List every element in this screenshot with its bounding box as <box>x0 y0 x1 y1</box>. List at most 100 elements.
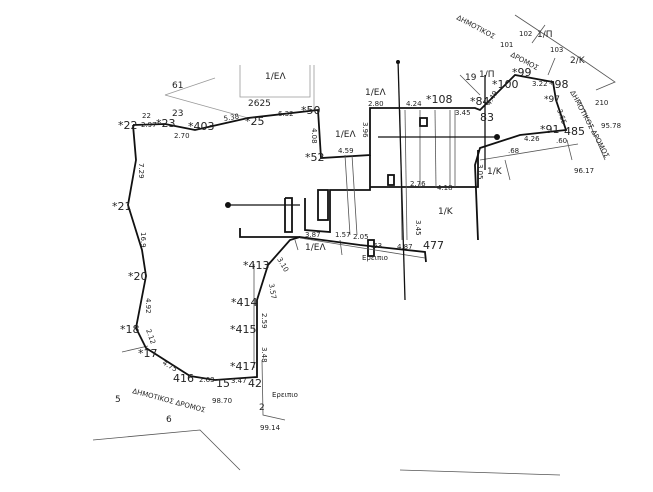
point-label: 2 <box>259 403 265 413</box>
dimension-labels: 2.97 2.70 5.38 6.32 4.08 7.29 16.9 4.92 … <box>137 80 568 385</box>
point-label: 5 <box>115 395 121 405</box>
point-label: *417 <box>230 360 257 373</box>
zone-label: 1/Κ <box>438 207 454 217</box>
dimension-label: 2.12 <box>144 328 157 345</box>
zone-label: 1/ΕΛ <box>265 72 286 82</box>
section-marker-icon <box>396 60 400 64</box>
zone-label: 1/ΕΛ <box>365 88 386 98</box>
point-label: *17 <box>138 347 158 360</box>
dimension-label: 4.24 <box>406 100 422 108</box>
zone-label: 2/Κ <box>570 56 586 66</box>
elevation-label: 95.78 <box>601 122 621 130</box>
dimension-label: 3.87 <box>305 231 321 239</box>
dimension-label: .68 <box>508 147 519 155</box>
point-label: *108 <box>426 93 453 106</box>
point-label: *414 <box>231 296 258 309</box>
dimension-label: 2.97 <box>141 121 157 129</box>
ruin-label: Ερειπιο <box>362 254 388 262</box>
point-label: *52 <box>305 151 325 164</box>
point-label: 23 <box>172 109 183 119</box>
dimension-label: 4.26 <box>524 135 540 143</box>
dimension-label: 16.9 <box>139 232 147 248</box>
point-label: *97 <box>544 95 560 105</box>
dimension-label: 4.18 <box>437 184 453 192</box>
point-label: *415 <box>230 323 257 336</box>
road-label: ΔΗΜΟΤΙΚΟΣ <box>455 14 496 41</box>
point-label: 101 <box>500 41 513 49</box>
zone-label: 1/Κ <box>487 167 503 177</box>
point-label: *91 <box>540 123 560 136</box>
dimension-label: .63 <box>371 242 382 250</box>
point-label: 6 <box>166 415 172 425</box>
elevation-label: 96.17 <box>574 167 594 175</box>
zone-labels: 1/ΕΛ 1/ΕΛ 1/ΕΛ 1/ΕΛ 1/Κ 1/Κ 1/Π 1/Π 2/Κ … <box>265 30 586 399</box>
dimension-label: 1.57 <box>335 231 351 239</box>
point-labels: *22 22 *23 23 *403 *25 2625 61 *50 *52 *… <box>112 30 608 425</box>
point-label: 19 <box>465 73 477 83</box>
section-marker-icon <box>494 134 500 140</box>
point-label: 102 <box>519 30 532 38</box>
elevation-labels: 98.70 99.14 95.78 96.17 <box>212 122 621 432</box>
zone-label: 1/ΕΛ <box>335 130 356 140</box>
dimension-label: .60 <box>556 137 567 145</box>
dimension-label: 4.87 <box>397 243 413 251</box>
point-label: *84 <box>470 95 490 108</box>
point-label: 61 <box>172 81 183 91</box>
dimension-label: 5.38 <box>223 112 240 123</box>
point-label: 416 <box>173 372 194 385</box>
point-label: 210 <box>595 99 608 107</box>
dimension-label: 6.32 <box>278 110 294 118</box>
dimension-label: 2.05 <box>353 233 369 241</box>
point-label: *22 <box>118 119 138 132</box>
dimension-label: 4.08 <box>310 128 318 144</box>
dimension-label: 7.29 <box>137 163 145 179</box>
point-label: *413 <box>243 259 270 272</box>
point-label: 22 <box>142 112 151 120</box>
point-label: *98 <box>549 78 569 91</box>
dimension-label: 2.80 <box>368 100 384 108</box>
road-labels: ΔΗΜΟΤΙΚΟΣ ΔΡΟΜΟΣ ΔΗΜΟΤΙΚΟΣ ΔΡΟΜΟΣ ΔΗΜΟΤΙ… <box>131 14 610 415</box>
point-label: *99 <box>512 66 532 79</box>
road-label: ΔΗΜΟΤΙΚΟΣ ΔΡΟΜΟΣ <box>131 387 206 414</box>
dimension-label: 3.05 <box>476 164 484 180</box>
point-label: *50 <box>301 104 321 117</box>
dimension-label: 4.92 <box>144 298 152 314</box>
elevation-label: 99.14 <box>260 424 281 432</box>
dimension-label: 3.45 <box>455 109 471 117</box>
point-label: *18 <box>120 323 140 336</box>
dimension-label: 3.45 <box>414 220 422 236</box>
dimension-label: 2.63 <box>199 376 215 384</box>
dimension-label: 4.59 <box>338 147 354 155</box>
point-label: *20 <box>128 270 148 283</box>
section-lines <box>225 59 500 301</box>
point-label: *100 <box>492 78 519 91</box>
dimension-label: 3.96 <box>361 122 369 138</box>
point-label: *21 <box>112 200 132 213</box>
point-label: 42 <box>248 377 262 390</box>
neighbor-lines <box>92 14 616 476</box>
dimension-label: 3.57 <box>267 283 278 300</box>
section-marker-icon <box>225 202 231 208</box>
dimension-label: 3.47 <box>231 377 247 385</box>
building-walls <box>299 109 456 259</box>
dimension-label: 2.76 <box>410 180 426 188</box>
zone-label: 1/Π <box>537 30 553 40</box>
point-label: *23 <box>156 117 176 130</box>
point-label: 15 <box>216 377 230 390</box>
dimension-label: 3.22 <box>532 80 548 88</box>
point-label: 477 <box>423 239 444 252</box>
point-label: *25 <box>245 115 265 128</box>
point-label: 83 <box>480 111 494 124</box>
ruin-label: Ερειπιο <box>272 391 298 399</box>
zone-label: 1/Π <box>479 70 495 80</box>
dimension-label: 2.70 <box>174 132 190 140</box>
point-label: 2625 <box>248 99 271 109</box>
point-label: *403 <box>188 120 215 133</box>
zone-label: 1/ΕΛ <box>305 243 326 253</box>
dimension-label: 3.48 <box>260 347 268 363</box>
point-label: 103 <box>550 46 563 54</box>
point-label: 485 <box>564 125 585 138</box>
elevation-label: 98.70 <box>212 397 232 405</box>
